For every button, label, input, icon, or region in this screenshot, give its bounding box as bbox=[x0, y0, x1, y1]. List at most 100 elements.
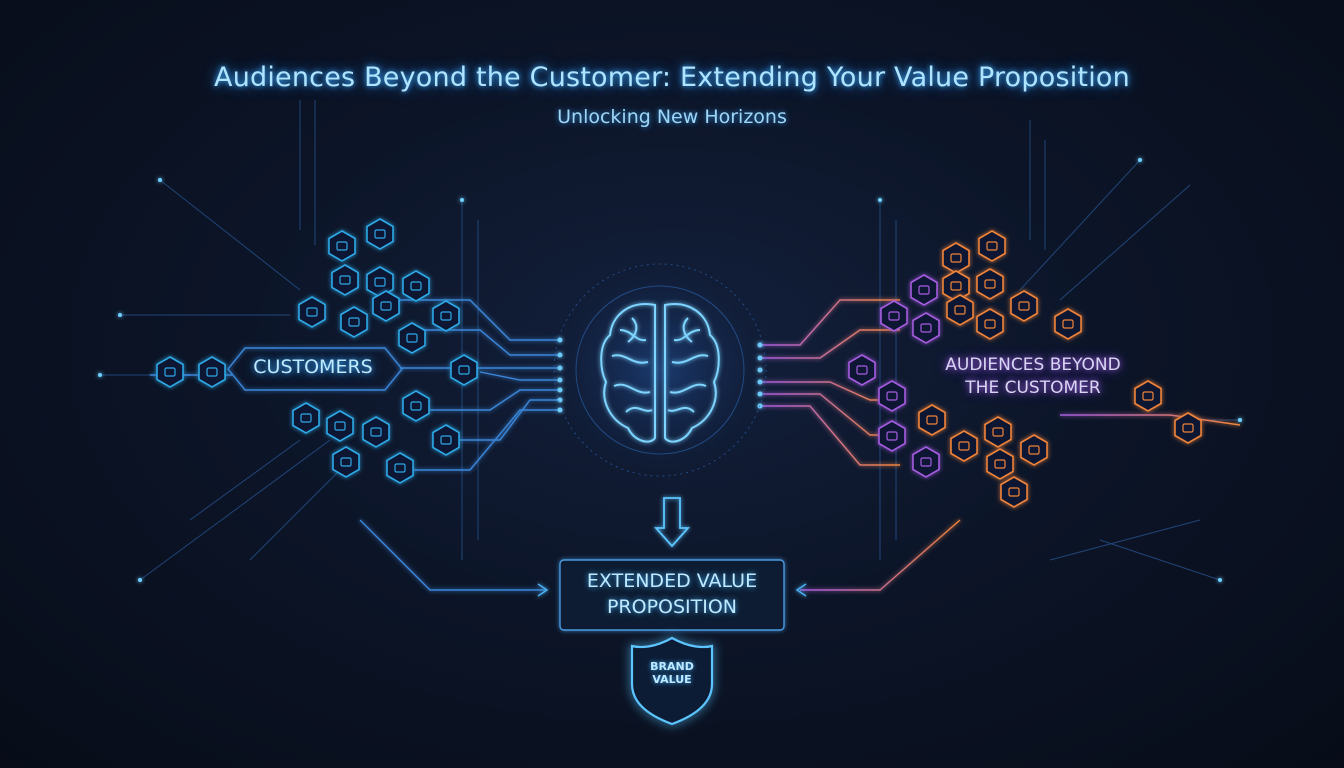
hexagon-glyph-icon bbox=[984, 319, 996, 329]
hexagon-glyph-icon bbox=[374, 229, 386, 239]
hexagon-glyph-icon bbox=[336, 241, 348, 251]
flow-arrows bbox=[537, 583, 807, 597]
hexagon-glyph-icon bbox=[1142, 391, 1154, 401]
hexagon-icon bbox=[878, 380, 906, 412]
hexagon-glyph-icon bbox=[440, 311, 452, 321]
hexagon-glyph-icon bbox=[958, 441, 970, 451]
customer-hexagon-cluster bbox=[156, 218, 478, 484]
extended-value-line2: PROPOSITION bbox=[606, 596, 738, 618]
hexagon-icon bbox=[432, 424, 460, 456]
audiences-beyond-line1: AUDIENCES BEYOND bbox=[945, 355, 1121, 375]
brand-value-label: BRAND VALUE bbox=[632, 660, 712, 686]
hexagon-icon bbox=[402, 390, 430, 422]
hexagon-icon bbox=[880, 300, 908, 332]
hexagon-glyph-icon bbox=[1182, 423, 1194, 433]
audience-traces bbox=[760, 299, 1241, 591]
hexagon-glyph-icon bbox=[306, 307, 318, 317]
hexagon-icon bbox=[432, 300, 460, 332]
hexagon-icon bbox=[1000, 476, 1028, 508]
brand-value-line2: VALUE bbox=[652, 673, 692, 686]
hexagon-icon bbox=[366, 218, 394, 250]
circuit-lines bbox=[100, 100, 1240, 581]
hexagon-glyph-icon bbox=[348, 317, 360, 327]
hexagon-icon bbox=[878, 420, 906, 452]
customers-frame bbox=[227, 347, 403, 391]
down-arrow-icon bbox=[653, 497, 691, 548]
audiences-beyond-line2: THE CUSTOMER bbox=[965, 378, 1101, 398]
brain-icon bbox=[548, 258, 772, 482]
audiences-beyond-label: AUDIENCES BEYOND THE CUSTOMER bbox=[920, 354, 1146, 400]
page-subtitle: Unlocking New Horizons bbox=[557, 106, 787, 128]
hexagon-glyph-icon bbox=[984, 279, 996, 289]
hexagon-glyph-icon bbox=[300, 413, 312, 423]
hexagon-glyph-icon bbox=[888, 311, 900, 321]
hexagon-icon bbox=[950, 430, 978, 462]
hexagon-glyph-icon bbox=[410, 281, 422, 291]
hexagon-glyph-icon bbox=[950, 253, 962, 263]
customers-label: CUSTOMERS bbox=[253, 356, 373, 378]
hexagon-glyph-icon bbox=[1008, 487, 1020, 497]
hexagon-glyph-icon bbox=[886, 391, 898, 401]
hexagon-icon bbox=[1020, 434, 1048, 466]
hexagon-icon bbox=[402, 270, 430, 302]
hexagon-glyph-icon bbox=[950, 281, 962, 291]
hexagon-icon bbox=[910, 274, 938, 306]
hexagon-icon bbox=[340, 306, 368, 338]
hexagon-icon bbox=[450, 354, 478, 386]
hexagon-glyph-icon bbox=[994, 459, 1006, 469]
hexagon-glyph-icon bbox=[440, 435, 452, 445]
hexagon-icon bbox=[298, 296, 326, 328]
hexagon-icon bbox=[362, 416, 390, 448]
brand-value-line1: BRAND bbox=[650, 660, 694, 673]
hexagon-icon bbox=[332, 446, 360, 478]
hexagon-icon bbox=[946, 294, 974, 326]
hexagon-glyph-icon bbox=[370, 427, 382, 437]
hexagon-icon bbox=[978, 230, 1006, 262]
hexagon-glyph-icon bbox=[394, 463, 406, 473]
hexagon-icon bbox=[986, 448, 1014, 480]
hexagon-glyph-icon bbox=[340, 457, 352, 467]
extended-value-label: EXTENDED VALUE PROPOSITION bbox=[560, 568, 784, 620]
hexagon-glyph-icon bbox=[206, 367, 218, 377]
hexagon-glyph-icon bbox=[339, 275, 351, 285]
hexagon-glyph-icon bbox=[1028, 445, 1040, 455]
hexagon-icon bbox=[326, 410, 354, 442]
hexagon-icon bbox=[331, 264, 359, 296]
hexagon-icon bbox=[198, 356, 226, 388]
hexagon-icon bbox=[328, 230, 356, 262]
hexagon-glyph-icon bbox=[406, 333, 418, 343]
hexagon-glyph-icon bbox=[1018, 301, 1030, 311]
hexagon-icon bbox=[398, 322, 426, 354]
hexagon-icon bbox=[912, 446, 940, 478]
hexagon-glyph-icon bbox=[886, 431, 898, 441]
hexagon-glyph-icon bbox=[164, 367, 176, 377]
hexagon-glyph-icon bbox=[380, 301, 392, 311]
hexagon-glyph-icon bbox=[856, 365, 868, 375]
hexagon-icon bbox=[1134, 380, 1162, 412]
hexagon-icon bbox=[156, 356, 184, 388]
hexagon-icon bbox=[292, 402, 320, 434]
hexagon-glyph-icon bbox=[920, 457, 932, 467]
hexagon-glyph-icon bbox=[920, 323, 932, 333]
hexagon-icon bbox=[918, 404, 946, 436]
audience-hexagon-cluster bbox=[848, 230, 1202, 508]
hexagon-icon bbox=[912, 312, 940, 344]
hexagon-glyph-icon bbox=[926, 415, 938, 425]
hexagon-glyph-icon bbox=[374, 277, 386, 287]
hexagon-icon bbox=[372, 290, 400, 322]
hexagon-glyph-icon bbox=[410, 401, 422, 411]
hexagon-icon bbox=[848, 354, 876, 386]
customer-traces bbox=[150, 299, 560, 591]
extended-value-line1: EXTENDED VALUE bbox=[586, 570, 758, 592]
hexagon-icon bbox=[976, 308, 1004, 340]
hexagon-icon bbox=[976, 268, 1004, 300]
hexagon-icon bbox=[984, 416, 1012, 448]
hexagon-glyph-icon bbox=[918, 285, 930, 295]
hexagon-glyph-icon bbox=[986, 241, 998, 251]
extended-value-box bbox=[559, 559, 785, 631]
hexagon-icon bbox=[1174, 412, 1202, 444]
hexagon-glyph-icon bbox=[1062, 319, 1074, 329]
shield-icon bbox=[630, 636, 714, 726]
hexagon-glyph-icon bbox=[992, 427, 1004, 437]
